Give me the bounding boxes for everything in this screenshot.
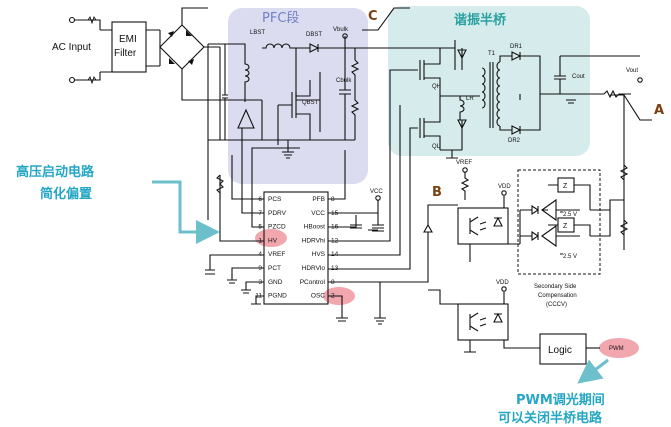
- dbst-label: DBST: [306, 32, 322, 38]
- pwm-highlight: [599, 338, 639, 358]
- marker-a: A: [654, 103, 664, 118]
- vref-top-label: VREF: [456, 160, 472, 166]
- emi-filter-box: [111, 21, 147, 73]
- logic-block: [539, 333, 587, 365]
- vbulk-label: Vbulk: [333, 27, 349, 33]
- ic-pin-name-pct: PCT: [268, 265, 281, 272]
- dr2-label: DR2: [508, 138, 521, 144]
- ic-pin-name-vref: VREF: [268, 251, 285, 258]
- pfc-title: PFC段: [262, 11, 299, 26]
- pfc-comparator: [237, 108, 255, 129]
- opto-top: [457, 207, 509, 245]
- ql-label: QL: [432, 144, 441, 150]
- cbulk-label: Cbulk: [336, 78, 352, 84]
- t1-label: T1: [488, 51, 496, 57]
- controller-ic: [263, 191, 329, 305]
- pwm-annotation-arrow: [577, 358, 609, 384]
- ref-voltage-2: 2.5 V: [563, 254, 577, 260]
- opto-bottom: [457, 303, 509, 341]
- pwm-note-line1: PWM调光期间: [516, 392, 605, 408]
- pwm-note-line2: 可以关闭半桥电路: [498, 410, 603, 426]
- left-note-line2: 简化偏置: [40, 186, 92, 202]
- bridge-rectifier: [159, 24, 205, 70]
- secondary-label-2: Compensation: [538, 293, 577, 299]
- vdd-top-label: VDD: [498, 184, 511, 190]
- ic-pin-name-hdrvlo: HDRVlo: [302, 265, 326, 272]
- cout-label: Cout: [572, 74, 585, 80]
- hv-annotation-arrow: [152, 180, 220, 244]
- qbst-label: QBST: [302, 100, 319, 106]
- ic-pin-name-hboost: HBoost: [304, 224, 326, 231]
- emi-label-1: EMI: [119, 34, 137, 45]
- secondary-label-1: Secondary Side: [534, 284, 577, 290]
- pwm-label: PWM: [609, 346, 624, 352]
- ic-pin-name-hvs: HVS: [312, 251, 326, 258]
- ic-pin-name-osc: OSC: [311, 293, 325, 300]
- z-bottom: Z: [563, 223, 568, 230]
- ic-pin-name-pdrv: PDRV: [268, 210, 287, 217]
- lr-label: LR: [466, 96, 474, 102]
- marker-b: B: [432, 185, 442, 200]
- vdd-bottom-label: VDD: [496, 280, 509, 286]
- ic-pin-name-pgnd: PGND: [268, 293, 287, 300]
- ic-pin-name-gnd: GND: [268, 279, 283, 286]
- secondary-compensation-box: [517, 169, 601, 275]
- lbst-label: LBST: [250, 30, 265, 36]
- marker-c: C: [368, 9, 378, 24]
- resonant-title: 谐振半桥: [454, 12, 507, 28]
- ic-pin-name-hv: HV: [268, 237, 278, 244]
- z-top: Z: [563, 183, 568, 190]
- ic-pin-name-pcs: PCS: [268, 196, 282, 203]
- emi-label-2: Filter: [114, 48, 137, 59]
- dr1-label: DR1: [510, 44, 523, 50]
- hv-highlight: [255, 229, 287, 247]
- qh-label: QH: [432, 84, 441, 90]
- ic-pin-name-pzcd: PZCD: [268, 224, 286, 231]
- ref-voltage-1: 2.5 V: [563, 212, 577, 218]
- ic-pin-name-vcc: VCC: [311, 210, 325, 217]
- logic-label: Logic: [548, 345, 572, 356]
- vcc-label: VCC: [370, 189, 383, 195]
- ic-pin-name-pfb: PFB: [312, 196, 325, 203]
- secondary-label-3: (CCCV): [546, 302, 567, 308]
- vout-label: Vout: [626, 68, 638, 74]
- ac-input-label: AC Input: [52, 42, 91, 53]
- left-note-line1: 高压启动电路: [16, 164, 95, 180]
- ic-pin-name-hdrvhi: HDRVhi: [302, 237, 325, 244]
- ic-pin-name-pcontrol: PControl: [300, 279, 326, 286]
